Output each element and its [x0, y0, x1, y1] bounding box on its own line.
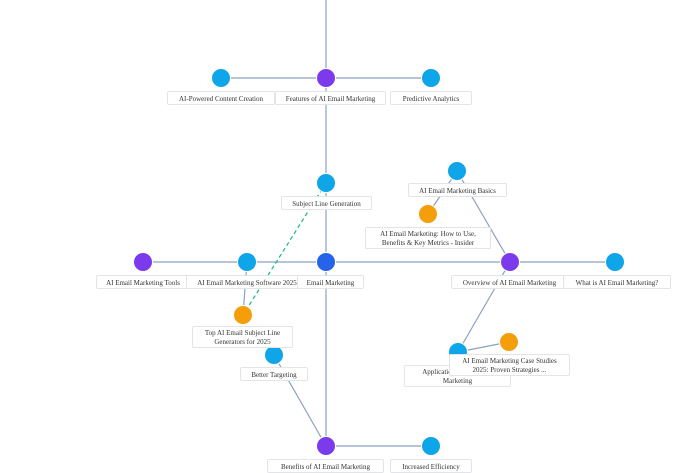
edges-layer — [143, 0, 615, 447]
node-label-software[interactable]: AI Email Marketing Software 2025 — [186, 275, 308, 289]
node-label-subject[interactable]: Subject Line Generation — [281, 196, 372, 210]
node-predictive[interactable] — [421, 68, 441, 88]
node-label-benefits[interactable]: Benefits of AI Email Marketing — [267, 459, 384, 473]
node-tools[interactable] — [133, 252, 153, 272]
node-whatis[interactable] — [605, 252, 625, 272]
node-cases[interactable] — [499, 332, 519, 352]
node-software[interactable] — [237, 252, 257, 272]
node-label-efficiency[interactable]: Increased Efficiency — [390, 459, 472, 473]
node-efficiency[interactable] — [421, 436, 441, 456]
node-label-content[interactable]: AI-Powered Content Creation — [167, 91, 275, 105]
nodes-layer — [133, 68, 625, 456]
node-subject[interactable] — [316, 173, 336, 193]
node-toptools[interactable] — [233, 305, 253, 325]
node-center[interactable] — [316, 252, 336, 272]
node-features[interactable] — [316, 68, 336, 88]
node-label-targeting[interactable]: Better Targeting — [240, 367, 308, 381]
node-label-tools[interactable]: AI Email Marketing Tools — [96, 275, 190, 289]
node-label-cases[interactable]: AI Email Marketing Case Studies 2025: Pr… — [449, 354, 570, 376]
node-label-predictive[interactable]: Predictive Analytics — [390, 91, 472, 105]
node-overview[interactable] — [500, 252, 520, 272]
node-label-basics[interactable]: AI Email Marketing Basics — [408, 183, 507, 197]
node-label-toptools[interactable]: Top AI Email Subject Line Generators for… — [192, 326, 293, 348]
node-benefits[interactable] — [316, 436, 336, 456]
node-insider[interactable] — [418, 204, 438, 224]
node-label-overview[interactable]: Overview of AI Email Marketing — [451, 275, 568, 289]
node-label-center[interactable]: Email Marketing — [297, 275, 364, 289]
node-label-insider[interactable]: AI Email Marketing: How to Use, Benefits… — [365, 227, 491, 249]
node-label-whatis[interactable]: What is AI Email Marketing? — [563, 275, 671, 289]
node-content[interactable] — [211, 68, 231, 88]
edge-subject-toptools — [242, 182, 327, 316]
node-label-features[interactable]: Features of AI Email Marketing — [275, 91, 386, 105]
node-targeting[interactable] — [264, 345, 284, 365]
node-basics[interactable] — [447, 161, 467, 181]
